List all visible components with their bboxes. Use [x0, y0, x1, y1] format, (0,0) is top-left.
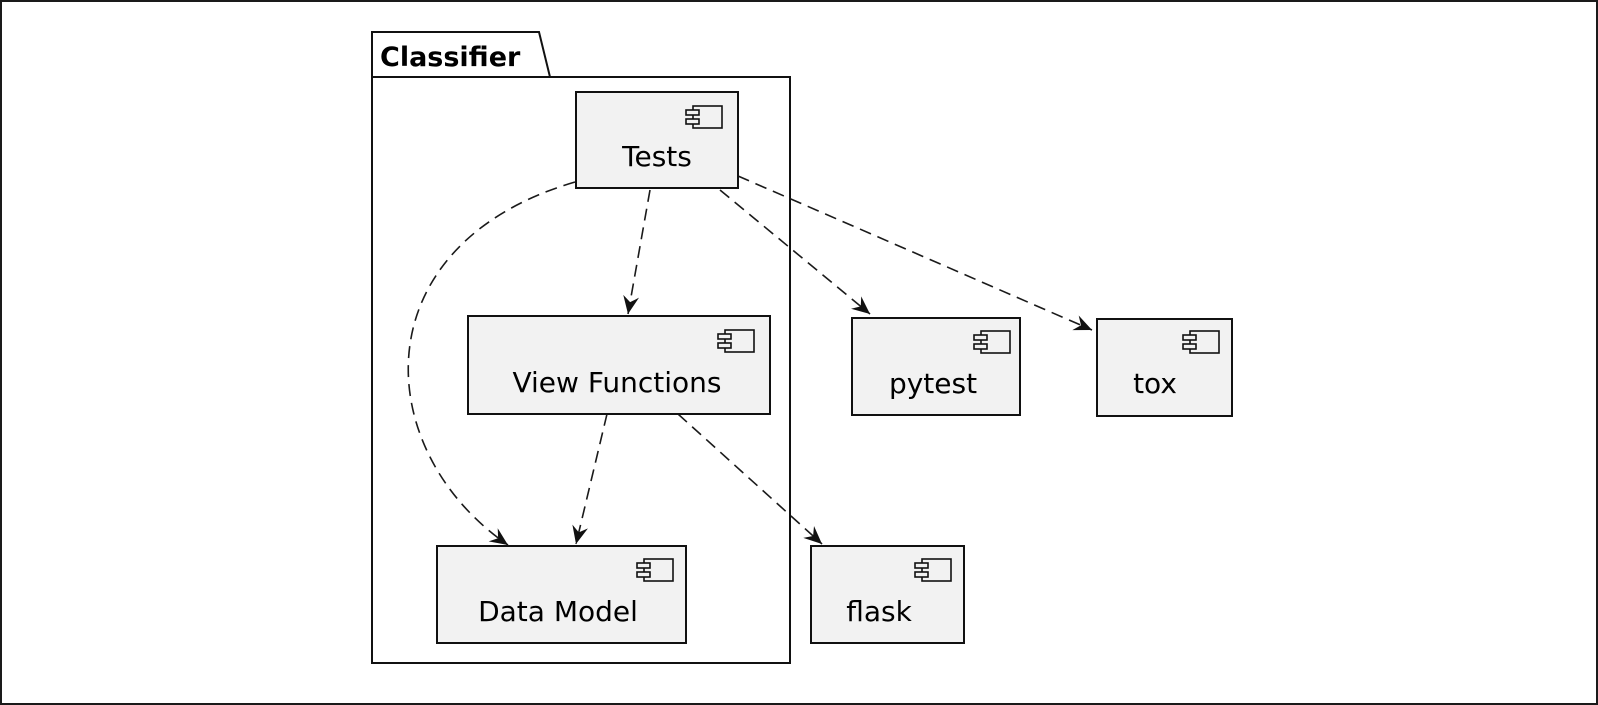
- dep-tests-to-view-functions: [623, 189, 651, 315]
- uml-component-icon: [973, 330, 1011, 354]
- dependency-arrows: [407, 175, 1093, 546]
- component-label-tox: tox: [1133, 367, 1177, 400]
- component-pytest: pytest: [851, 317, 1021, 416]
- uml-component-icon: [685, 105, 723, 129]
- component-label-view-functions: View Functions: [512, 366, 721, 399]
- component-label-pytest: pytest: [889, 367, 977, 400]
- uml-component-icon: [914, 558, 952, 582]
- dep-tests-to-pytest: [719, 189, 871, 315]
- uml-component-icon: [636, 558, 674, 582]
- component-view-functions: View Functions: [467, 315, 771, 415]
- component-label-tests: Tests: [621, 140, 692, 173]
- component-tox: tox: [1096, 318, 1233, 417]
- dep-view-functions-to-data-model: [572, 413, 608, 545]
- uml-component-icon: [1182, 330, 1220, 354]
- dep-view-functions-to-flask: [677, 413, 823, 545]
- component-flask: flask: [810, 545, 965, 644]
- component-box: [467, 315, 771, 415]
- component-label-flask: flask: [846, 595, 912, 628]
- component-data-model: Data Model: [436, 545, 687, 644]
- dep-tests-to-data-model: [407, 181, 576, 546]
- component-label-data-model: Data Model: [478, 595, 638, 628]
- dep-tests-to-tox: [737, 175, 1093, 331]
- component-tests: Tests: [575, 91, 739, 189]
- uml-component-icon: [717, 329, 755, 353]
- package-title: Classifier: [380, 42, 521, 73]
